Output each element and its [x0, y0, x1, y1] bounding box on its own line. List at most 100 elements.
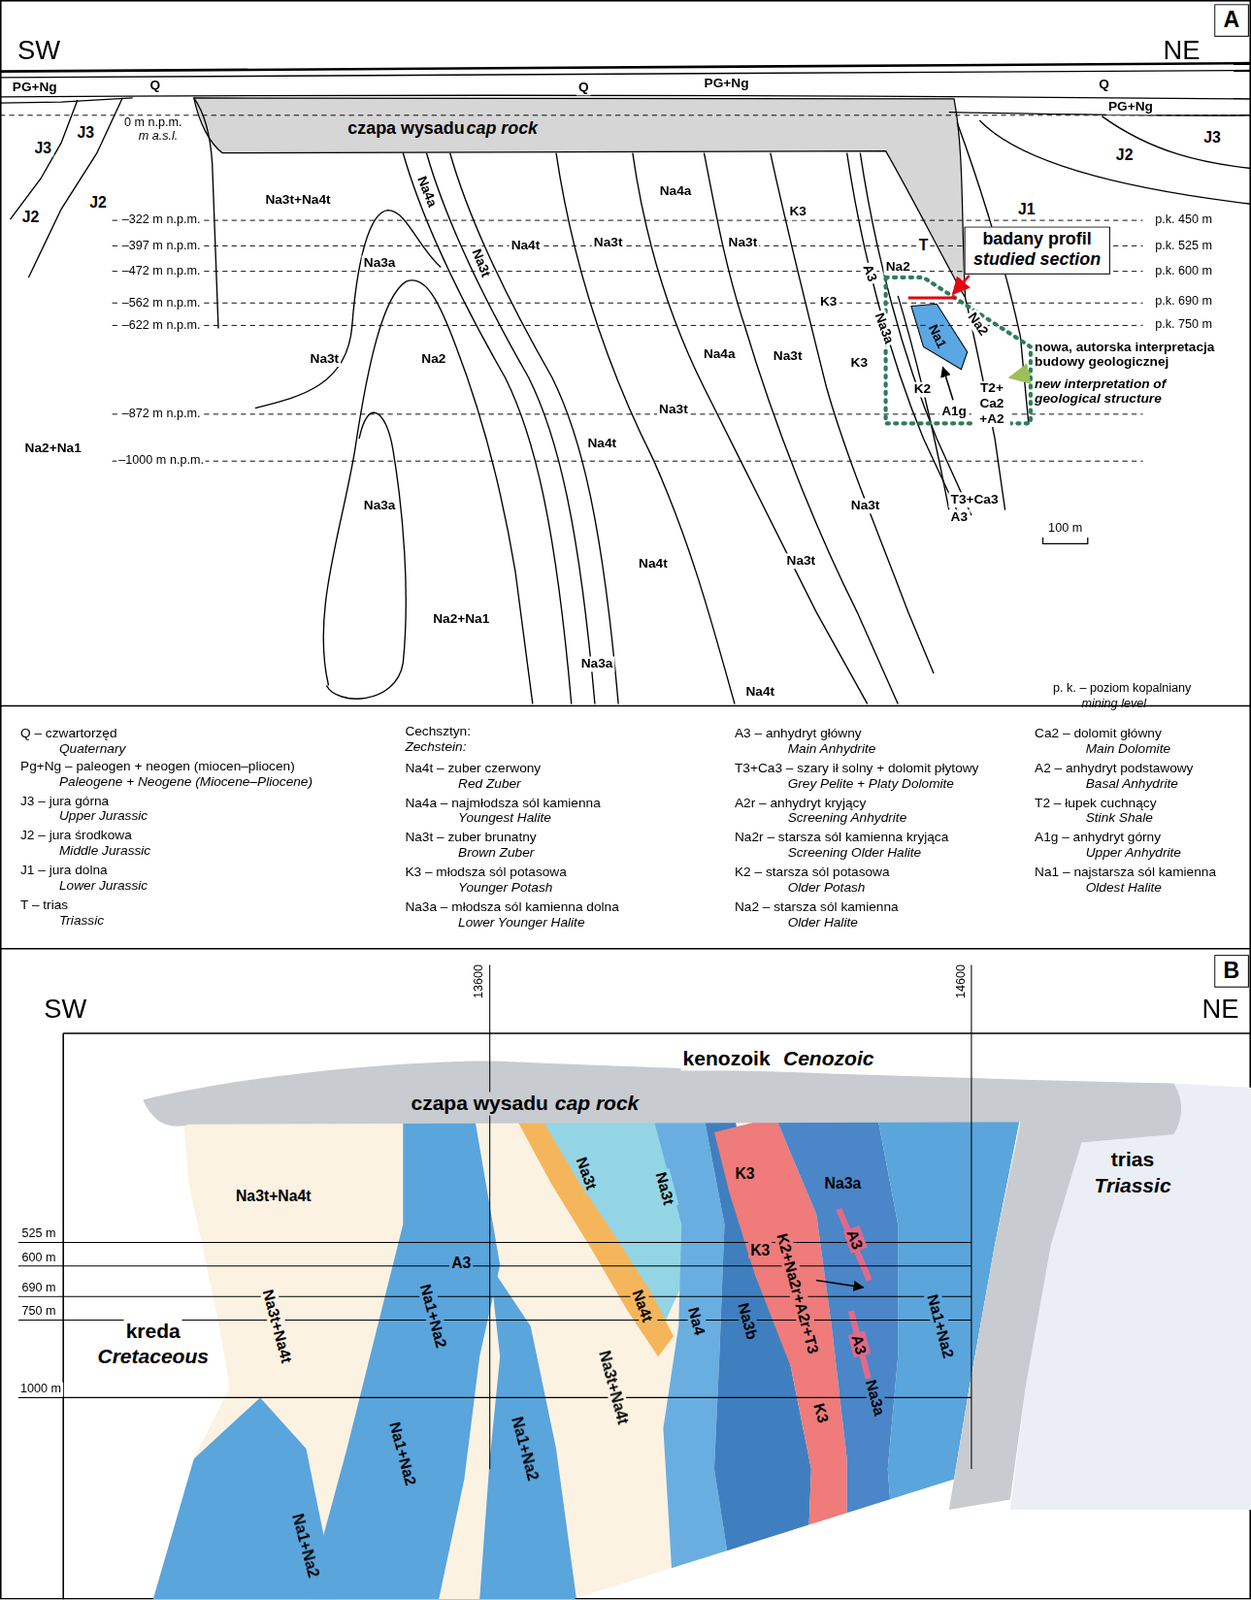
cap-rock — [142, 1060, 1182, 1511]
section-label: kreda — [124, 1319, 183, 1344]
section-label: 13600 — [472, 962, 488, 1001]
jurassic-boundary — [979, 120, 1251, 204]
section-label: Na3t — [771, 348, 805, 364]
salt-boundary — [326, 412, 406, 699]
section-label: K3 — [748, 1241, 772, 1259]
section-label: –622 m n.p.m. — [120, 318, 203, 333]
section-label: –397 m n.p.m. — [120, 238, 203, 254]
legend-text: T – trias — [18, 897, 70, 914]
section-label: NE — [1160, 35, 1202, 66]
quaternary-base — [0, 95, 1251, 99]
section-label: Na4t — [509, 238, 543, 255]
section-label: –562 m n.p.m. — [120, 296, 203, 311]
section-label: J1 — [1016, 199, 1038, 218]
leader-arrow — [1010, 373, 1031, 378]
section-label: czapa wysadu — [408, 1092, 551, 1117]
section-label: K3 — [818, 294, 840, 310]
legend-text: A1g – anhydryt górny — [1032, 830, 1163, 847]
section-label: A1g — [939, 404, 969, 421]
legend-text: T2 – łupek cuchnący — [1032, 795, 1159, 812]
section-label: PG+Ng — [702, 75, 752, 92]
section-label: Na2 — [884, 260, 913, 276]
salt-boundary — [556, 153, 735, 705]
panel-separator — [0, 948, 1251, 951]
section-label: Na4a — [701, 346, 738, 363]
section-label: Na3t — [467, 245, 494, 282]
section-label: K3 — [848, 355, 870, 371]
section-label: m a.s.l. — [136, 130, 181, 145]
halite-na3a — [775, 1117, 898, 1600]
legend-text: Red Zuber — [456, 776, 524, 792]
salt-boundary — [703, 153, 898, 705]
section-label: Cretaceous — [95, 1345, 211, 1369]
section-label: J3 — [1201, 128, 1223, 146]
section-label: 690 m — [19, 1282, 58, 1297]
studied-halite — [911, 303, 968, 369]
red-zuber — [515, 1117, 674, 1357]
section-label: –872 m n.p.m. — [120, 407, 203, 423]
scale-bar — [1043, 537, 1088, 544]
section-label: Na2 — [962, 308, 992, 341]
legend-text: Ca2 – dolomit główny — [1032, 726, 1164, 743]
legend-text: Na2r – starsza sól kamienna kryjąca — [732, 830, 952, 847]
section-label: J3 — [32, 138, 54, 157]
section-label: Cenozoic — [781, 1047, 877, 1071]
legend-text: new interpretation of geological structu… — [1032, 376, 1206, 407]
depth-line — [18, 1296, 972, 1298]
legend-text: J1 – jura dolna — [18, 862, 110, 879]
section-label: 750 m — [19, 1305, 58, 1320]
salt-boundary — [770, 153, 934, 674]
section-label: p.k. 450 m — [1152, 213, 1215, 229]
salt-boundary — [632, 153, 868, 705]
box-text: studied section — [973, 250, 1101, 271]
section-label: K3 — [732, 1164, 757, 1183]
box-text: badany profil — [973, 230, 1101, 251]
section-label: Na3t+Na4t — [263, 192, 332, 208]
section-label: J3 — [74, 124, 97, 142]
legend-text: Na2 – starsza sól kamienna — [732, 899, 901, 916]
depth-line — [112, 220, 1144, 222]
surface-line — [0, 63, 1251, 71]
section-label: PG+Ng — [1106, 99, 1155, 116]
section-label: 0 m n.p.m. — [122, 116, 185, 132]
jurassic-boundary — [1101, 116, 1251, 169]
leader-arrow — [953, 275, 970, 295]
salt-boundary — [255, 210, 441, 409]
legend-text: Paleogene + Neogene (Miocene–Pliocene) — [57, 774, 315, 791]
legend-text: mining level — [1079, 696, 1149, 712]
salt-boundary — [323, 280, 533, 705]
box-text: A — [1223, 6, 1241, 34]
legend-text: Younger Potash — [456, 880, 555, 896]
section-label: NE — [1199, 994, 1241, 1025]
callout-box: badany profilstudied section — [964, 226, 1111, 274]
section-label: kenozoik — [680, 1047, 772, 1071]
section-label: A3 — [858, 261, 881, 287]
section-label: Na4t — [636, 557, 670, 573]
legend-text: Na1 – najstarsza sól kamienna — [1032, 865, 1219, 882]
neogene-base — [0, 98, 133, 103]
section-label: 525 m — [19, 1227, 58, 1243]
fault-line — [10, 99, 78, 220]
section-label: Na3t — [725, 234, 759, 251]
depth-line — [18, 1265, 972, 1267]
legend-text: Na4a – najmłodsza sól kamienna — [402, 795, 603, 812]
section-label: –472 m n.p.m. — [120, 263, 203, 279]
legend-text: Oldest Halite — [1084, 880, 1164, 896]
legend-text: Lower Jurassic — [57, 878, 150, 894]
section-label: p.k. 690 m — [1152, 295, 1215, 310]
legend-text: J3 – jura górna — [18, 793, 111, 810]
legend-text: Youngest Halite — [456, 811, 554, 827]
section-label: Na4t — [585, 436, 619, 453]
legend-text: Middle Jurassic — [57, 843, 153, 859]
section-label: Na2+Na1 — [23, 441, 84, 458]
legend-text: Stink Shale — [1084, 811, 1155, 827]
depth-line — [112, 302, 1144, 304]
legend-text: Screening Anhydrite — [786, 811, 910, 827]
legend-text: K2 – starsza sól potasowa — [732, 865, 892, 882]
legend-text: Brown Zuber — [456, 846, 536, 862]
legend-text: Grey Pelite + Platy Dolomite — [786, 776, 957, 792]
section-label: czapa wysadu — [345, 118, 466, 139]
legend-text: Na4t – zuber czerwony — [402, 760, 543, 777]
